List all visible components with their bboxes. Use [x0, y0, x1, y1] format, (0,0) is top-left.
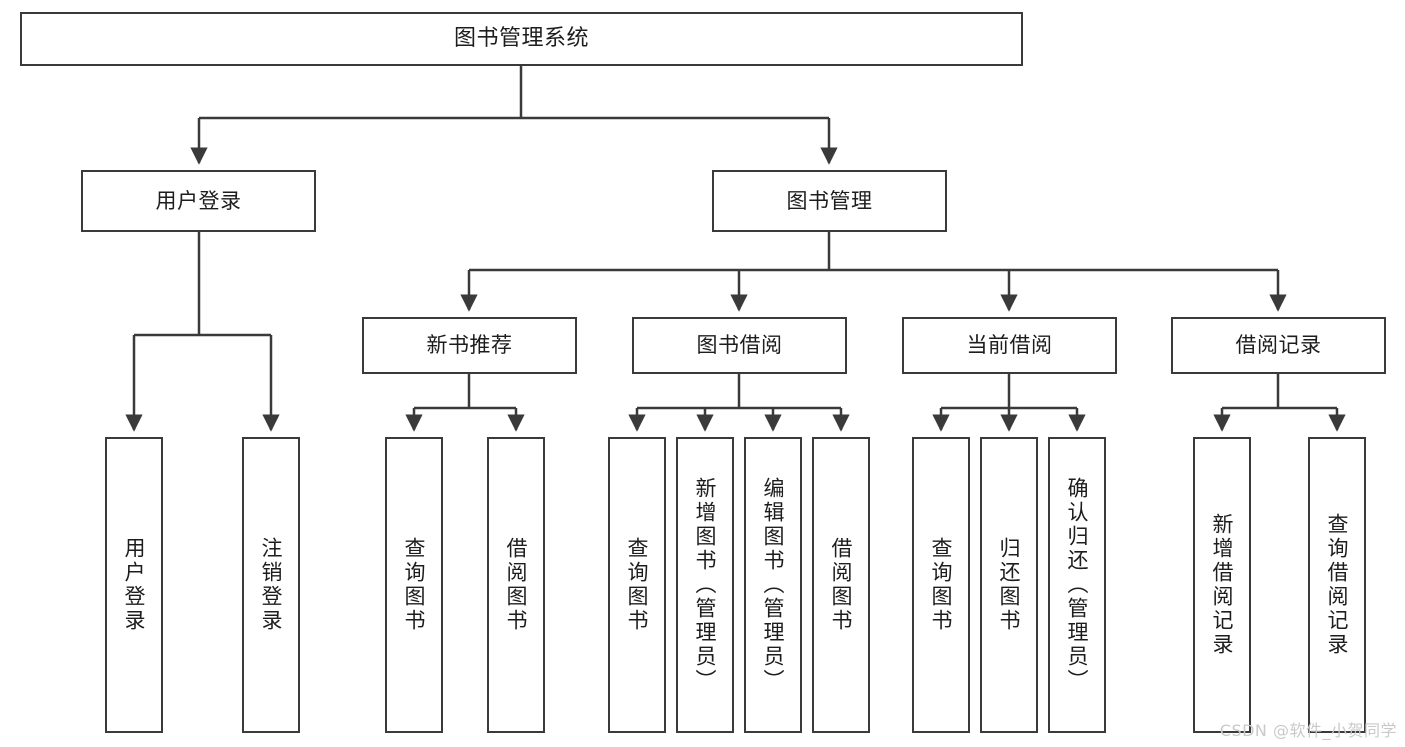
- node-leaf-borrow-edit-book-admin[interactable]: 编辑图书（管理员）: [744, 437, 802, 733]
- node-root-book-management-system[interactable]: 图书管理系统: [20, 12, 1023, 66]
- node-borrowing-records[interactable]: 借阅记录: [1171, 317, 1386, 374]
- node-book-management[interactable]: 图书管理: [712, 170, 947, 232]
- node-label: 图书管理: [786, 188, 873, 213]
- node-label: 确认归还（管理员）: [1065, 477, 1090, 693]
- node-label: 图书借阅: [696, 333, 783, 358]
- node-book-borrowing[interactable]: 图书借阅: [632, 317, 847, 374]
- node-label: 查询图书: [625, 537, 650, 633]
- csdn-watermark: CSDN @软件_小贺同学: [1219, 721, 1397, 740]
- node-leaf-current-return-books[interactable]: 归还图书: [980, 437, 1038, 733]
- node-label: 图书管理系统: [453, 26, 589, 52]
- node-label: 查询借阅记录: [1325, 513, 1350, 657]
- node-leaf-user-login-signout[interactable]: 注销登录: [242, 437, 300, 733]
- node-label: 归还图书: [997, 537, 1022, 633]
- node-current-borrowing[interactable]: 当前借阅: [902, 317, 1117, 374]
- node-label: 借阅图书: [504, 537, 529, 633]
- node-leaf-newbook-query-books[interactable]: 查询图书: [385, 437, 443, 733]
- node-leaf-borrow-borrow-books[interactable]: 借阅图书: [812, 437, 870, 733]
- node-label: 用户登录: [122, 537, 147, 633]
- node-leaf-records-query-record[interactable]: 查询借阅记录: [1308, 437, 1366, 733]
- node-leaf-user-login-signin[interactable]: 用户登录: [105, 437, 163, 733]
- node-leaf-current-query-books[interactable]: 查询图书: [912, 437, 970, 733]
- node-label: 编辑图书（管理员）: [761, 477, 786, 693]
- node-label: 用户登录: [155, 188, 242, 213]
- node-leaf-borrow-query-books[interactable]: 查询图书: [608, 437, 666, 733]
- node-user-login[interactable]: 用户登录: [81, 170, 316, 232]
- node-new-book-recommendation[interactable]: 新书推荐: [362, 317, 577, 374]
- node-label: 新书推荐: [426, 333, 513, 358]
- node-label: 查询图书: [929, 537, 954, 633]
- node-label: 新增借阅记录: [1210, 513, 1235, 657]
- node-label: 借阅图书: [829, 537, 854, 633]
- node-leaf-newbook-borrow-books[interactable]: 借阅图书: [487, 437, 545, 733]
- node-label: 当前借阅: [966, 333, 1053, 358]
- node-leaf-records-add-record[interactable]: 新增借阅记录: [1193, 437, 1251, 733]
- node-leaf-borrow-add-book-admin[interactable]: 新增图书（管理员）: [676, 437, 734, 733]
- node-label: 注销登录: [259, 537, 284, 633]
- node-leaf-current-confirm-return-admin[interactable]: 确认归还（管理员）: [1048, 437, 1106, 733]
- node-label: 查询图书: [402, 537, 427, 633]
- node-label: 借阅记录: [1235, 333, 1322, 358]
- node-label: 新增图书（管理员）: [693, 477, 718, 693]
